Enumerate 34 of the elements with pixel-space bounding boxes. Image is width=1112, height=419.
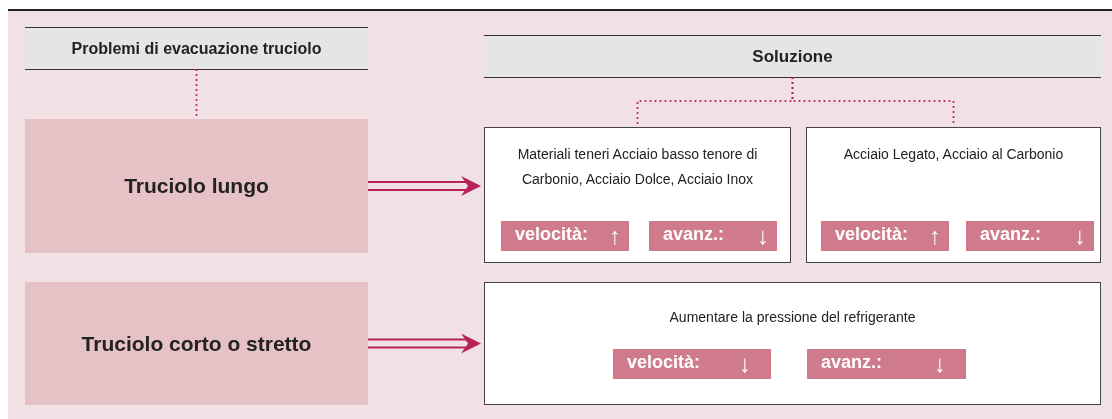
direction-glyph: ↓ bbox=[757, 221, 769, 251]
tag-label: avanz.: bbox=[663, 224, 725, 245]
direction-glyph: ↑ bbox=[609, 221, 621, 251]
solution-text: Materiali teneri Acciaio basso tenore di Carbonio, Acciaio Dolce, Acciaio Inox bbox=[516, 145, 759, 189]
header-band bbox=[484, 35, 1101, 78]
tag-label: avanz.: bbox=[821, 352, 883, 373]
solution-box bbox=[484, 127, 791, 263]
arrow bbox=[366, 333, 481, 354]
parameter-tag bbox=[821, 221, 949, 251]
parameter-tag bbox=[649, 221, 777, 251]
tag-label: velocità: bbox=[627, 352, 701, 373]
problem-box bbox=[25, 119, 368, 253]
header-band bbox=[25, 27, 368, 70]
direction-glyph: ↓ bbox=[739, 349, 751, 379]
header-text: Problemi di evacuazione truciolo bbox=[70, 39, 323, 58]
solution-box bbox=[484, 282, 1101, 405]
solution-box bbox=[806, 127, 1101, 263]
tag-label: avanz.: bbox=[980, 224, 1042, 245]
solution-text: Acciaio Legato, Acciaio al Carbonio bbox=[842, 145, 1065, 164]
arrow bbox=[366, 176, 481, 196]
parameter-tag bbox=[613, 349, 771, 379]
direction-glyph: ↓ bbox=[934, 349, 946, 379]
parameter-tag bbox=[807, 349, 966, 379]
solution-text: Aumentare la pressione del refrigerante bbox=[668, 308, 917, 327]
parameter-tag bbox=[501, 221, 629, 251]
tag-label: velocità: bbox=[835, 224, 909, 245]
problem-text: Truciolo lungo bbox=[123, 174, 270, 198]
problem-text: Truciolo corto o stretto bbox=[80, 331, 313, 356]
problem-box bbox=[25, 282, 368, 405]
parameter-tag bbox=[966, 221, 1094, 251]
header-text: Soluzione bbox=[751, 46, 834, 67]
direction-glyph: ↑ bbox=[929, 221, 941, 251]
tag-label: velocità: bbox=[515, 224, 589, 245]
direction-glyph: ↓ bbox=[1074, 221, 1086, 251]
